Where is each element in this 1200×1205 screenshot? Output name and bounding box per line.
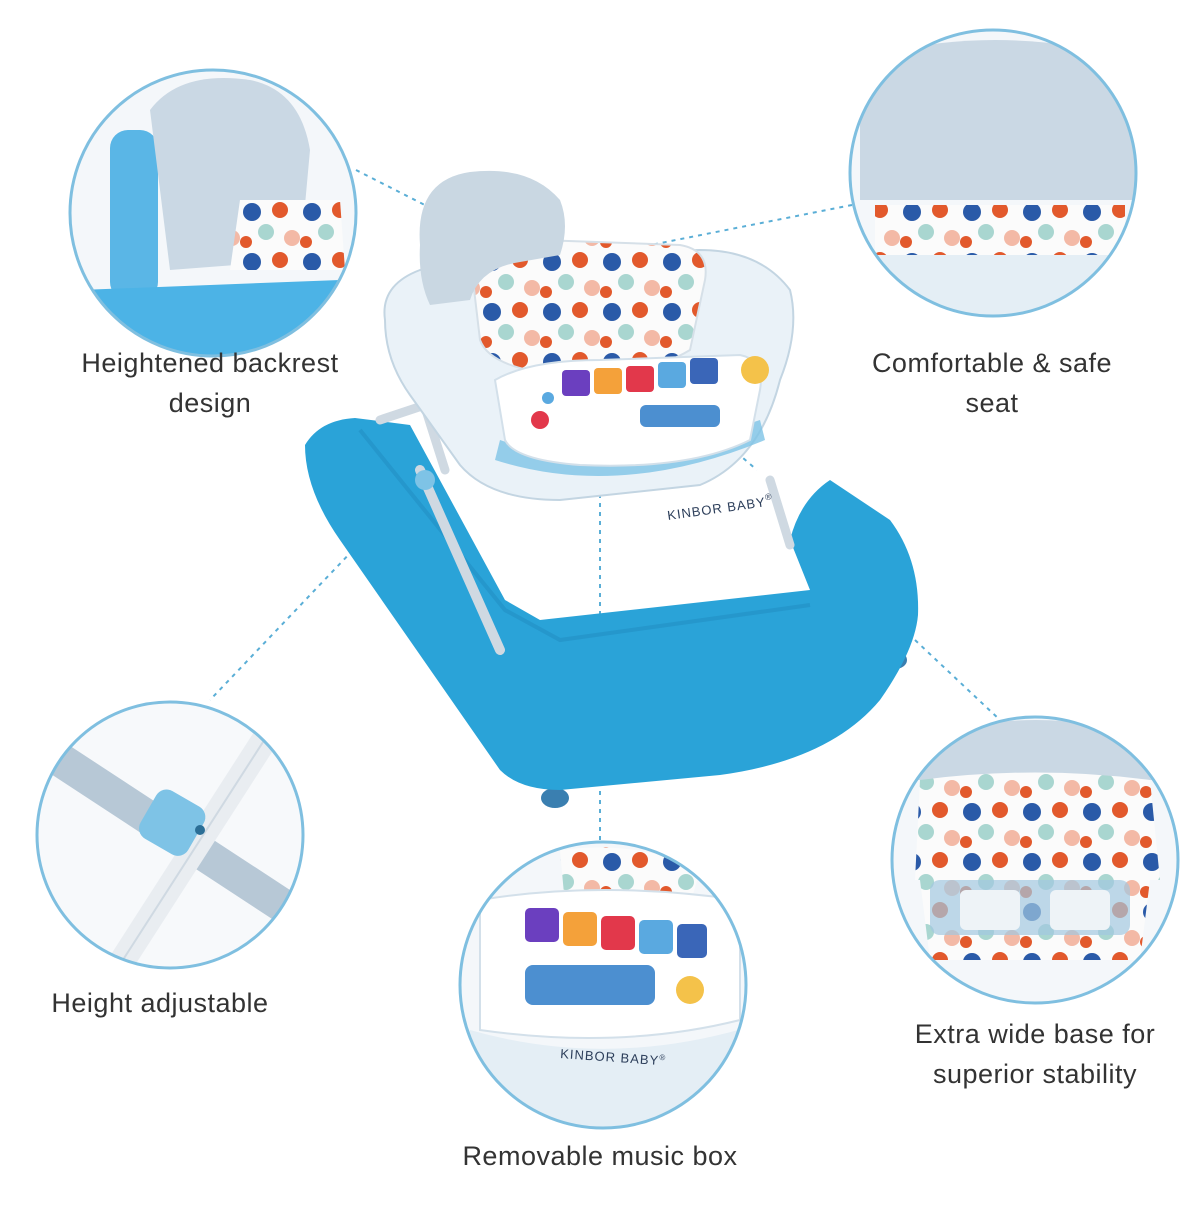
caption-music: Removable music box	[430, 1136, 770, 1176]
callout-line-base	[914, 639, 1001, 721]
music-panel	[640, 405, 720, 427]
caption-base-line1: Extra wide base for	[914, 1019, 1156, 1049]
piano-keys	[562, 358, 718, 396]
caption-seat-line2: seat	[965, 388, 1019, 418]
brand-label-detail: KINBOR BABY®	[560, 1046, 667, 1068]
backrest	[419, 170, 565, 305]
caption-backrest-line1: Heightened backrest	[81, 348, 339, 378]
caption-backrest-line2: design	[168, 388, 252, 418]
detail-circle-backrest	[68, 68, 358, 358]
walker-base	[305, 418, 919, 790]
wheel	[541, 788, 569, 808]
caption-height: Height adjustable	[20, 983, 300, 1023]
caption-seat-line1: Comfortable & safe	[871, 348, 1113, 378]
detail-circle-music: KINBOR BABY®	[458, 840, 748, 1130]
caption-music-line1: Removable music box	[462, 1141, 738, 1171]
walker-main: KINBOR BABY®	[305, 170, 919, 808]
caption-base: Extra wide base for superior stability	[880, 1014, 1190, 1094]
caption-backrest: Heightened backrest design	[40, 343, 380, 423]
detail-circle-seat	[848, 28, 1138, 318]
detail-circle-hinge	[35, 700, 305, 970]
walker-leg	[765, 475, 795, 550]
toy-spinner	[741, 356, 769, 384]
brand-label: KINBOR BABY®	[666, 491, 774, 523]
caption-seat: Comfortable & safe seat	[832, 343, 1152, 423]
caption-base-line2: superior stability	[932, 1059, 1138, 1089]
height-hinge	[415, 470, 435, 490]
detail-circle-base	[890, 715, 1180, 1005]
walker-leg	[415, 465, 505, 655]
callout-line-backrest	[355, 169, 471, 229]
caption-height-line1: Height adjustable	[51, 988, 269, 1018]
